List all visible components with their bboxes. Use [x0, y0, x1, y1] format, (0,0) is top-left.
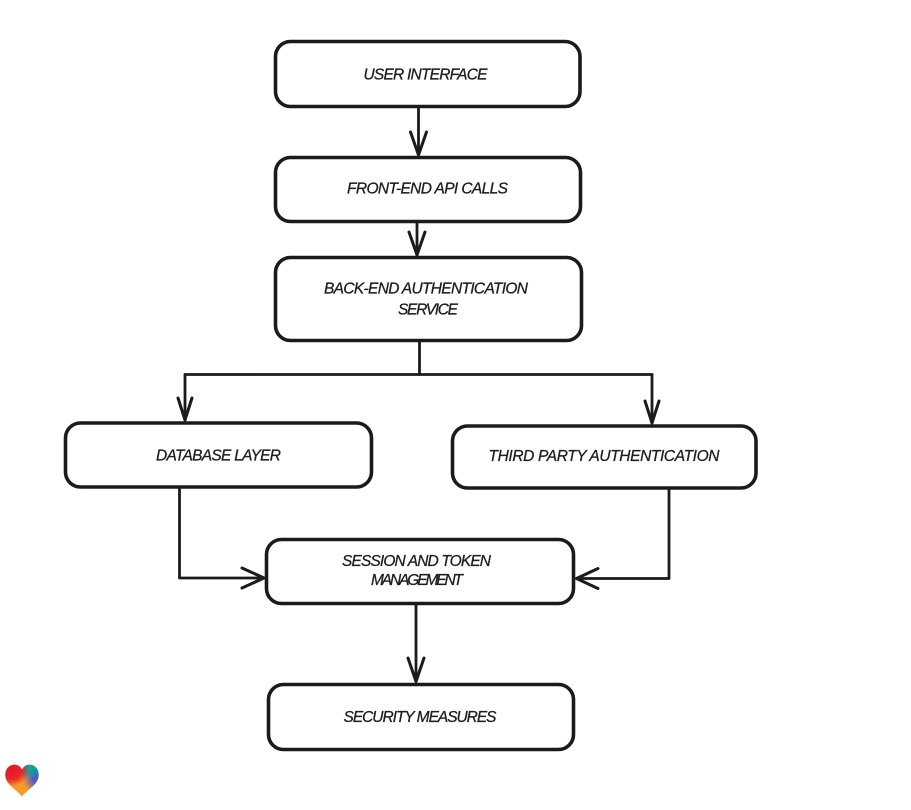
svg-text:SESSION AND TOKEN: SESSION AND TOKEN	[342, 553, 492, 570]
svg-text:THIRD PARTY AUTHENTICATION: THIRD PARTY AUTHENTICATION	[489, 448, 721, 465]
svg-text:SECURITY MEASURES: SECURITY MEASURES	[344, 709, 498, 726]
svg-text:FRONT-END API CALLS: FRONT-END API CALLS	[347, 181, 509, 198]
svg-text:USER INTERFACE: USER INTERFACE	[364, 67, 489, 84]
svg-text:DATABASE LAYER: DATABASE LAYER	[156, 448, 281, 465]
svg-text:MANAGEMENT: MANAGEMENT	[371, 572, 465, 589]
svg-text:SERVICE: SERVICE	[398, 302, 459, 319]
svg-text:BACK-END AUTHENTICATION: BACK-END AUTHENTICATION	[324, 281, 529, 298]
